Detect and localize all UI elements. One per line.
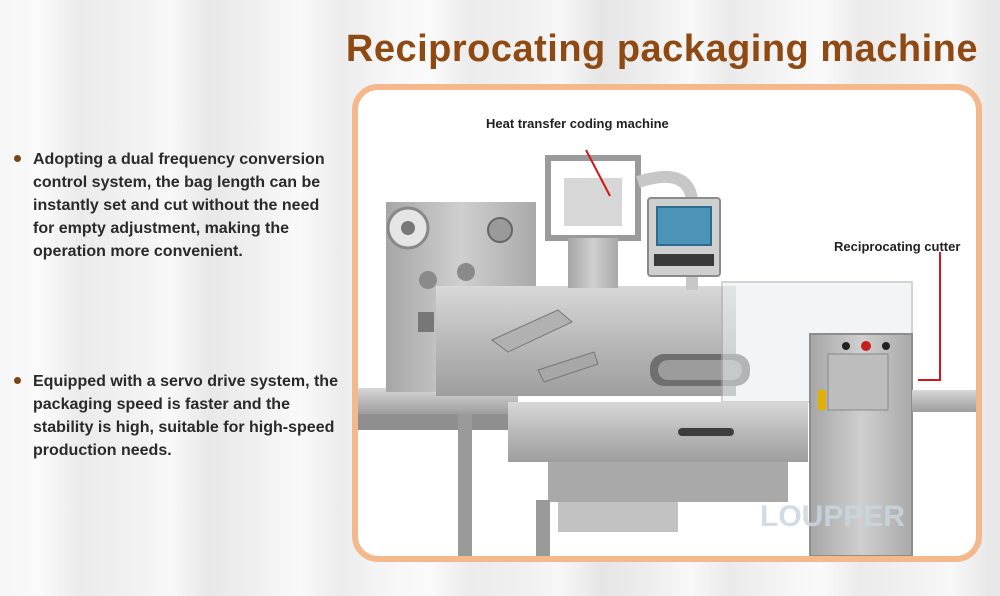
feature-item: Adopting a dual frequency conversion con… (14, 148, 344, 263)
machine-leg (458, 414, 472, 556)
watermark-logo: LOUPPER (760, 500, 905, 533)
label-reciprocating-cutter: Reciprocating cutter (834, 239, 961, 254)
page-title: Reciprocating packaging machine (345, 28, 978, 70)
label-heat-transfer-coding-machine: Heat transfer coding machine (486, 116, 669, 131)
bullet-dot-icon (14, 377, 21, 384)
outfeed-conveyor (912, 390, 976, 412)
output-tray (558, 502, 678, 532)
roller (487, 217, 513, 243)
machine-illustration: LOUPPER (358, 149, 976, 556)
feature-text: Equipped with a servo drive system, the … (33, 373, 338, 459)
feature-item: Equipped with a servo drive system, the … (14, 370, 344, 462)
emergency-stop-button (861, 341, 871, 351)
cutter-callout-line (918, 252, 941, 381)
lower-chassis (508, 402, 808, 462)
coding-callout-line (585, 149, 611, 197)
bullet-dot-icon (14, 155, 21, 162)
drawer-handle (678, 428, 734, 436)
machine-photo-frame: LOUPPER Heat transfer coding machine Rec… (352, 84, 982, 562)
feature-text: Adopting a dual frequency conversion con… (33, 151, 325, 260)
